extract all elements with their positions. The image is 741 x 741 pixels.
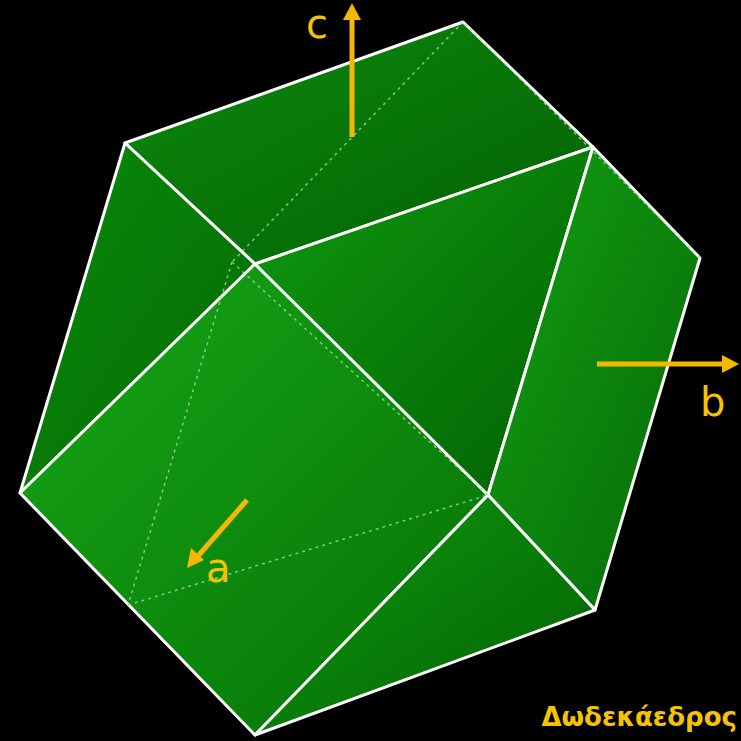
axis-label: a [206,548,231,588]
arrow-head [187,548,204,568]
arrow-head [722,355,739,373]
hidden-edge [463,22,700,258]
bottom-face [255,495,595,735]
axis-arrow [350,18,355,137]
hidden-edge [128,495,488,605]
axis-label: c [306,4,328,44]
shape-name: Δωδεκάεδρος [541,704,737,730]
axis-label: b [700,382,725,422]
hidden-edge [128,262,232,605]
hidden-edge [232,262,488,495]
arrow-head [343,3,361,20]
hidden-edge [232,22,463,262]
axis-arrow [597,362,724,367]
